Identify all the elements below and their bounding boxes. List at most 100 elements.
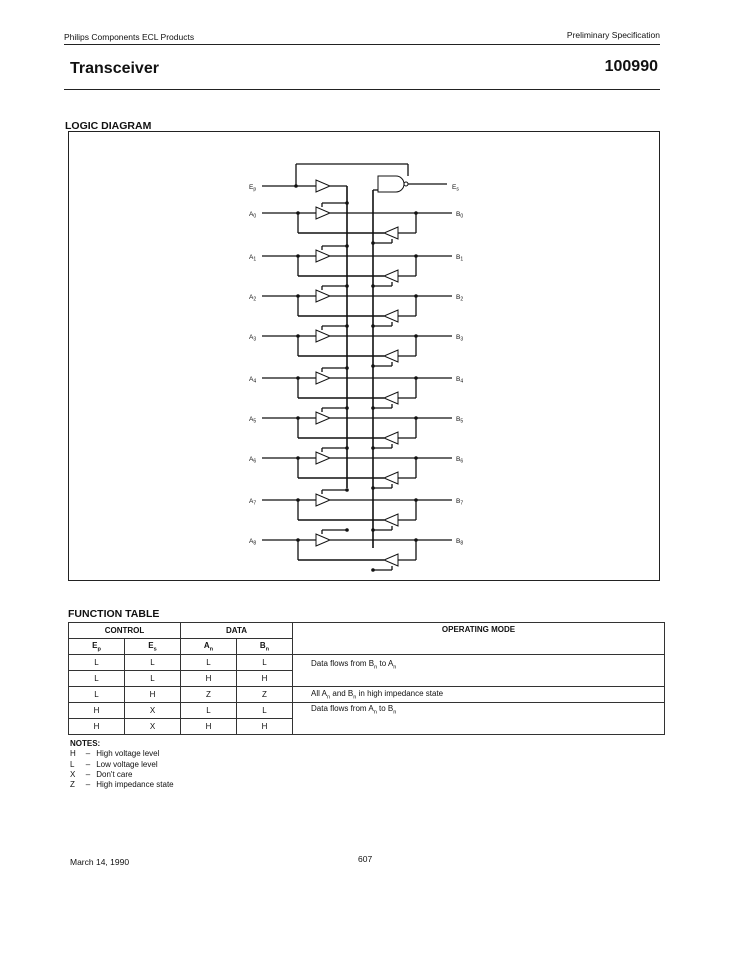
control-header: CONTROL	[68, 622, 181, 639]
buffer-left	[382, 269, 399, 283]
buffer-left	[382, 226, 399, 240]
junction-dot	[345, 446, 349, 450]
pin-a2: A2	[249, 294, 256, 303]
notes-heading: NOTES:	[70, 739, 101, 748]
table-cell: L	[68, 670, 125, 687]
pin-b5: B5	[456, 416, 463, 425]
table-cell: H	[180, 718, 237, 735]
buffer-right	[315, 249, 332, 263]
note-item: X– Don't care	[70, 769, 133, 779]
buffer-left	[382, 349, 399, 363]
pin-a1: A1	[249, 254, 256, 263]
column-header-bn: Bn	[236, 638, 293, 655]
table-cell: L	[236, 654, 293, 671]
pin-b6: B6	[456, 456, 463, 465]
ep-label: Ep	[249, 184, 256, 193]
table-cell: L	[180, 654, 237, 671]
table-cell: Z	[180, 686, 237, 703]
junction-dot	[345, 406, 349, 410]
pin-b2: B2	[456, 294, 463, 303]
buffer-right	[315, 179, 332, 193]
pin-a5: A5	[249, 416, 256, 425]
table-row: L L H H	[68, 670, 665, 687]
buffer-left	[382, 471, 399, 485]
header-spec-status: Preliminary Specification	[566, 30, 660, 40]
pin-b2-sub: 2	[460, 297, 463, 303]
buffer-right	[315, 206, 332, 220]
pin-b7-sub: 7	[460, 501, 463, 507]
buffer-left	[382, 513, 399, 527]
pin-a6-sub: 6	[253, 459, 256, 465]
data-header: DATA	[180, 622, 293, 639]
table-cell: H	[180, 670, 237, 687]
logic-diagram-frame	[68, 131, 660, 581]
pin-b8: B8	[456, 538, 463, 547]
logic-diagram-heading: LOGIC DIAGRAM	[65, 120, 152, 132]
table-column-header-row: Ep Es An Bn	[68, 638, 665, 655]
table-row: H X L L Data flows from An to Bn	[68, 702, 665, 735]
function-table: CONTROL DATA OPERATING MODE Ep Es An Bn …	[68, 622, 665, 735]
pin-a4: A4	[249, 376, 256, 385]
mode-a-to-b: Data flows from An to Bn	[292, 702, 665, 735]
junction-dot	[345, 324, 349, 328]
pin-a0: A0	[249, 211, 256, 220]
footer-date: March 14, 1990	[70, 857, 130, 867]
table-cell: H	[236, 670, 293, 687]
junction-dot	[371, 324, 375, 328]
table-row: H X H H	[68, 718, 665, 735]
pin-b3: B3	[456, 334, 463, 343]
pin-b1-sub: 1	[460, 257, 463, 263]
es-label-sub: s	[456, 187, 459, 193]
table-cell: L	[68, 686, 125, 703]
table-cell: Z	[236, 686, 293, 703]
table-row: L L L L Data flows from Bn to An	[68, 654, 665, 687]
mode-high-impedance: All An and Bn in high impedance state	[292, 686, 665, 703]
junction-dot	[345, 284, 349, 288]
pin-a1-sub: 1	[253, 257, 256, 263]
junction-dot	[371, 241, 375, 245]
buffer-left	[382, 553, 399, 567]
pin-b3-sub: 3	[460, 337, 463, 343]
table-cell: L	[124, 654, 181, 671]
es-label: Es	[452, 184, 459, 193]
page-number: 607	[358, 854, 373, 864]
buffer-right	[315, 493, 332, 507]
buffer-left	[382, 431, 399, 445]
table-cell: H	[68, 718, 125, 735]
pin-b7: B7	[456, 498, 463, 507]
buffer-right	[315, 451, 332, 465]
pin-b4: B4	[456, 376, 463, 385]
table-cell: L	[68, 654, 125, 671]
pin-b0-sub: 0	[460, 214, 463, 220]
note-item: H– High voltage level	[70, 749, 160, 759]
table-cell: L	[180, 702, 237, 719]
ep-label-sub: p	[253, 187, 256, 193]
junction-dot	[345, 201, 349, 205]
operating-mode-header: OPERATING MODE	[292, 622, 665, 655]
junction-dot	[371, 486, 375, 490]
part-number: 100990	[604, 58, 658, 75]
junction-dot	[371, 406, 375, 410]
column-header-es: Es	[124, 638, 181, 655]
junction-dot	[371, 446, 375, 450]
junction-dot	[371, 284, 375, 288]
table-group-header-row: CONTROL DATA OPERATING MODE	[68, 622, 665, 655]
pin-a4-sub: 4	[253, 379, 256, 385]
table-cell: H	[236, 718, 293, 735]
buffer-right	[315, 411, 332, 425]
buffer-right	[315, 371, 332, 385]
pin-a5-sub: 5	[253, 419, 256, 425]
buffer-left	[382, 391, 399, 405]
note-item: L– Low voltage level	[70, 759, 158, 769]
junction-dot	[371, 528, 375, 532]
junction-dot	[371, 568, 375, 572]
pin-a2-sub: 2	[253, 297, 256, 303]
buffer-left	[382, 309, 399, 323]
junction-dot	[371, 364, 375, 368]
header-rule-bottom	[64, 89, 660, 90]
table-cell: X	[124, 702, 181, 719]
table-cell: L	[236, 702, 293, 719]
pin-a7: A7	[249, 498, 256, 507]
table-cell: X	[124, 718, 181, 735]
buffer-right	[315, 289, 332, 303]
